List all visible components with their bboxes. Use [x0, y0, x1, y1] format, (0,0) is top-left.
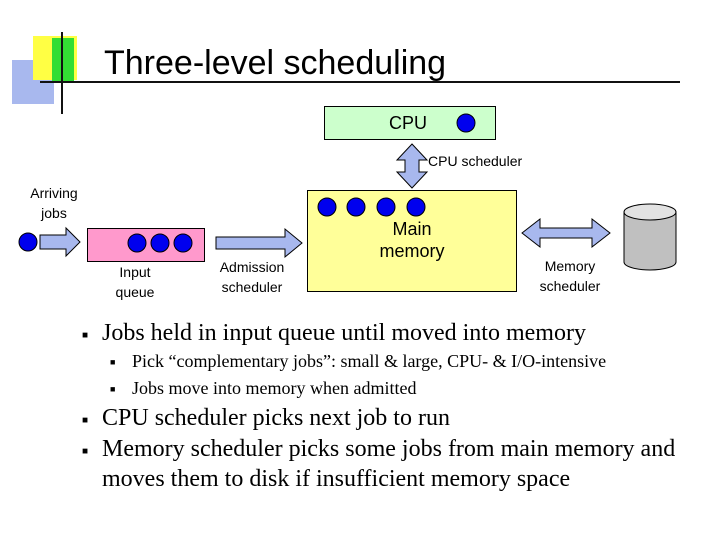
cpu-scheduler-label: CPU scheduler — [428, 153, 523, 169]
bullet-text: CPU scheduler picks next job to run — [102, 405, 450, 431]
queue-job-dot — [150, 233, 170, 253]
disk-icon — [623, 203, 677, 271]
sub-bullet-square-icon: ■ — [110, 384, 116, 394]
sub-bullet-text: Pick “complementary jobs”: small & large… — [132, 351, 607, 371]
queue-job-dot — [173, 233, 193, 253]
bullet-square-icon: ■ — [82, 330, 89, 341]
main-memory-label: Main memory — [379, 219, 445, 261]
slide-title: Three-level scheduling — [104, 44, 447, 82]
arriving-arrow-icon — [39, 226, 81, 258]
sub-bullet-text: Jobs move into memory when admitted — [132, 378, 417, 398]
memory-job-dot — [406, 197, 426, 217]
cpu-label: CPU — [389, 113, 428, 133]
memory-job-dot — [376, 197, 396, 217]
input-queue-label: Input queue — [115, 264, 155, 300]
memory-job-dot — [317, 197, 337, 217]
arriving-jobs-label: Arriving jobs — [30, 185, 78, 221]
memory-scheduler-label: Memory scheduler — [539, 258, 601, 294]
memory-job-dot — [346, 197, 366, 217]
admission-arrow-icon — [215, 227, 303, 259]
arriving-job-dot — [18, 232, 38, 252]
cpu-job-dot — [456, 113, 476, 133]
cpu-scheduler-arrow-icon — [395, 143, 429, 189]
bullet-square-icon: ■ — [82, 415, 89, 426]
decor-vertical-line — [61, 32, 63, 114]
sub-bullet-square-icon: ■ — [110, 357, 116, 367]
bullet-square-icon: ■ — [82, 446, 89, 457]
memory-scheduler-arrow-icon — [521, 217, 611, 249]
bullet-text-continuation: moves them to disk if insufficient memor… — [102, 466, 571, 492]
bullet-text: Jobs held in input queue until moved int… — [102, 320, 586, 346]
title-underline — [40, 81, 680, 83]
admission-scheduler-label: Admission scheduler — [219, 259, 285, 295]
decor-square-green — [52, 38, 74, 82]
bullet-text: Memory scheduler picks some jobs from ma… — [102, 436, 676, 462]
queue-job-dot — [127, 233, 147, 253]
